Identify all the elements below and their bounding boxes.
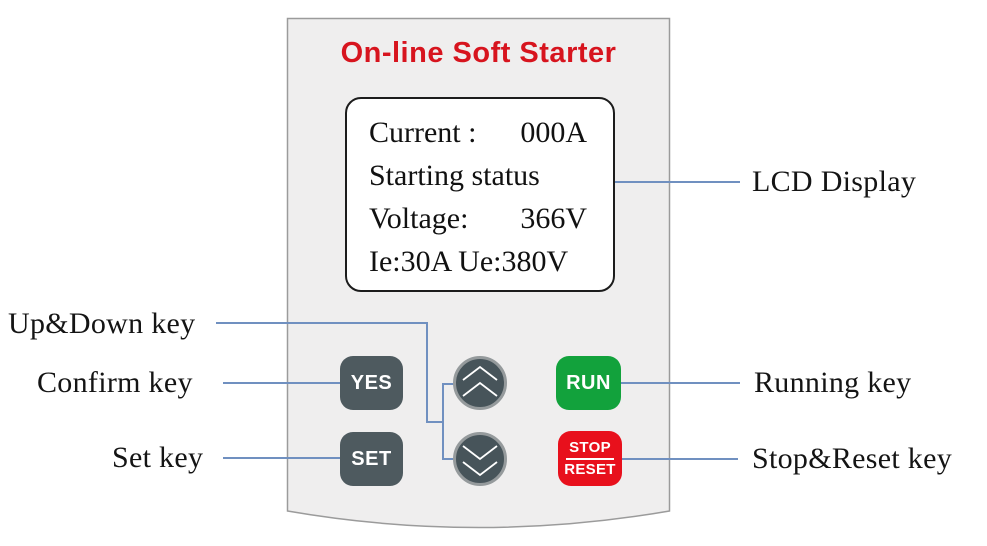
yes-button[interactable]: YES (340, 356, 403, 410)
set-key-callout-label: Set key (112, 441, 204, 474)
lcd-ratings-text: Ie:30A Ue:380V (369, 245, 569, 278)
device-title: On-line Soft Starter (340, 37, 617, 69)
lcd-row-status: Starting status (369, 161, 587, 191)
lcd-voltage-label: Voltage: (369, 202, 469, 235)
stop-reset-button[interactable]: STOP RESET (558, 431, 622, 486)
running-key-callout-label: Running key (754, 366, 912, 399)
double-chevron-down-icon (462, 445, 498, 477)
lcd-current-label: Current : (369, 116, 477, 149)
lcd-display: Current : 000A Starting status Voltage: … (345, 97, 615, 292)
lcd-status-text: Starting status (369, 159, 540, 192)
callout-line-updown-key (216, 322, 455, 460)
set-button[interactable]: SET (340, 432, 403, 486)
up-button[interactable] (453, 356, 507, 410)
stop-reset-key-callout-label: Stop&Reset key (752, 442, 953, 475)
lcd-row-current: Current : 000A (369, 118, 587, 148)
lcd-current-value: 000A (520, 116, 587, 149)
yes-button-label: YES (350, 371, 393, 394)
set-button-label: SET (351, 447, 392, 470)
run-button-label: RUN (566, 371, 611, 394)
lcd-row-ratings: Ie:30A Ue:380V (369, 247, 587, 277)
reset-button-label: RESET (564, 460, 616, 478)
double-chevron-up-icon (462, 365, 498, 397)
stop-button-label: STOP (569, 438, 611, 456)
confirm-key-callout-label: Confirm key (37, 366, 193, 399)
updown-key-callout-label: Up&Down key (8, 307, 196, 340)
lcd-row-voltage: Voltage: 366V (369, 204, 587, 234)
down-button[interactable] (453, 432, 507, 486)
stop-reset-divider (566, 457, 614, 460)
lcd-voltage-value: 366V (520, 202, 587, 235)
lcd-display-callout-label: LCD Display (752, 165, 917, 198)
run-button[interactable]: RUN (556, 356, 621, 410)
